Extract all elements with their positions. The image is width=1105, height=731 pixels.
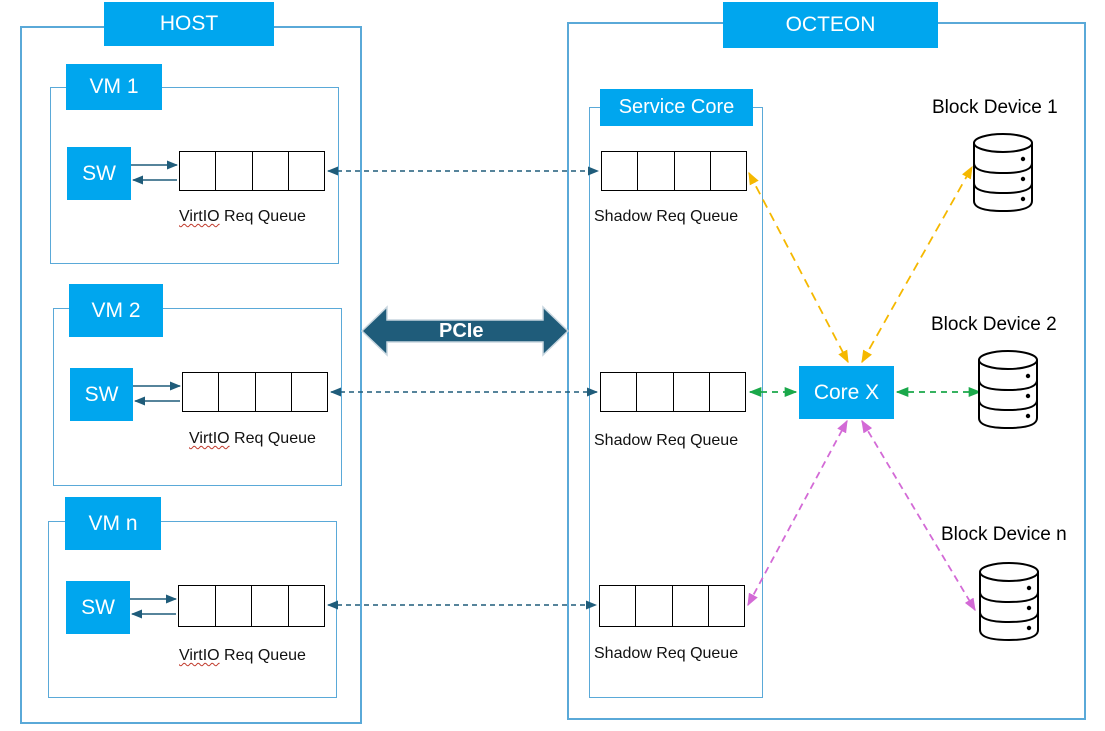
vm-2-sw: SW <box>70 368 133 421</box>
shadow-3-to-core-link <box>747 419 848 607</box>
queue-cell <box>183 373 220 411</box>
vm-n-title: VM n <box>65 497 161 550</box>
virtio-word: VirtIO <box>189 430 230 447</box>
shadow-1-to-core-link <box>748 171 849 364</box>
pcie-label: PCIe <box>439 320 484 342</box>
vm-n-sw: SW <box>66 581 130 634</box>
vm-2-virtio-queue <box>182 372 328 412</box>
queue-cell <box>253 152 289 190</box>
core-to-device-n-link <box>861 419 976 612</box>
queue-cell <box>216 586 252 626</box>
queue-cell <box>638 152 675 190</box>
queue-label-rest: Req Queue <box>219 208 306 225</box>
vm-1-frame <box>50 87 339 264</box>
core-to-device-1-link <box>861 165 973 364</box>
database-icon <box>978 350 1038 430</box>
queue-mirror-links <box>326 166 600 610</box>
vm-n-queue-label: VirtIO Req Queue <box>179 647 306 665</box>
database-icon <box>979 562 1039 642</box>
shadow-queue-1-label: Shadow Req Queue <box>594 208 739 225</box>
octeon-title: OCTEON <box>723 2 938 48</box>
database-icon <box>973 133 1033 213</box>
queue-cell <box>674 373 710 411</box>
queue-label-rest: Req Queue <box>219 647 306 664</box>
queue-cell <box>256 373 292 411</box>
shadow-queue-3 <box>599 585 745 627</box>
vm-1-title: VM 1 <box>66 64 162 110</box>
block-device-1-label: Block Device 1 <box>932 97 1058 118</box>
sw-queue-arrows <box>130 160 182 619</box>
vm-2-queue-label: VirtIO Req Queue <box>189 430 316 448</box>
vm-n-frame <box>48 521 337 698</box>
queue-cell <box>216 152 253 190</box>
queue-cell <box>602 152 639 190</box>
pcie-arrow <box>360 305 570 357</box>
queue-cell <box>637 373 674 411</box>
queue-cell <box>601 373 638 411</box>
queue-cell <box>179 586 216 626</box>
vm-n-virtio-queue <box>178 585 325 627</box>
core-x: Core X <box>799 366 894 419</box>
virtio-word: VirtIO <box>179 647 220 664</box>
queue-cell <box>636 586 673 626</box>
vm-1-virtio-queue <box>179 151 325 191</box>
service-core-title: Service Core <box>600 89 753 126</box>
shadow-queue-3-label: Shadow Req Queue <box>594 645 739 662</box>
queue-cell <box>252 586 289 626</box>
shadow-queue-1 <box>601 151 747 191</box>
host-title: HOST <box>104 2 274 46</box>
virtio-word: VirtIO <box>179 208 220 225</box>
vm-2-title: VM 2 <box>69 284 163 337</box>
queue-cell <box>600 586 637 626</box>
queue-cell <box>219 373 256 411</box>
shadow-queue-2 <box>600 372 746 412</box>
shadow-queue-2-label: Shadow Req Queue <box>594 432 739 449</box>
queue-cell <box>675 152 711 190</box>
queue-cell <box>180 152 217 190</box>
vm-1-queue-label: VirtIO Req Queue <box>179 208 306 226</box>
queue-label-rest: Req Queue <box>229 430 316 447</box>
queue-cell <box>673 586 709 626</box>
vm-1-sw: SW <box>67 147 131 200</box>
vm-2-frame <box>53 308 342 486</box>
